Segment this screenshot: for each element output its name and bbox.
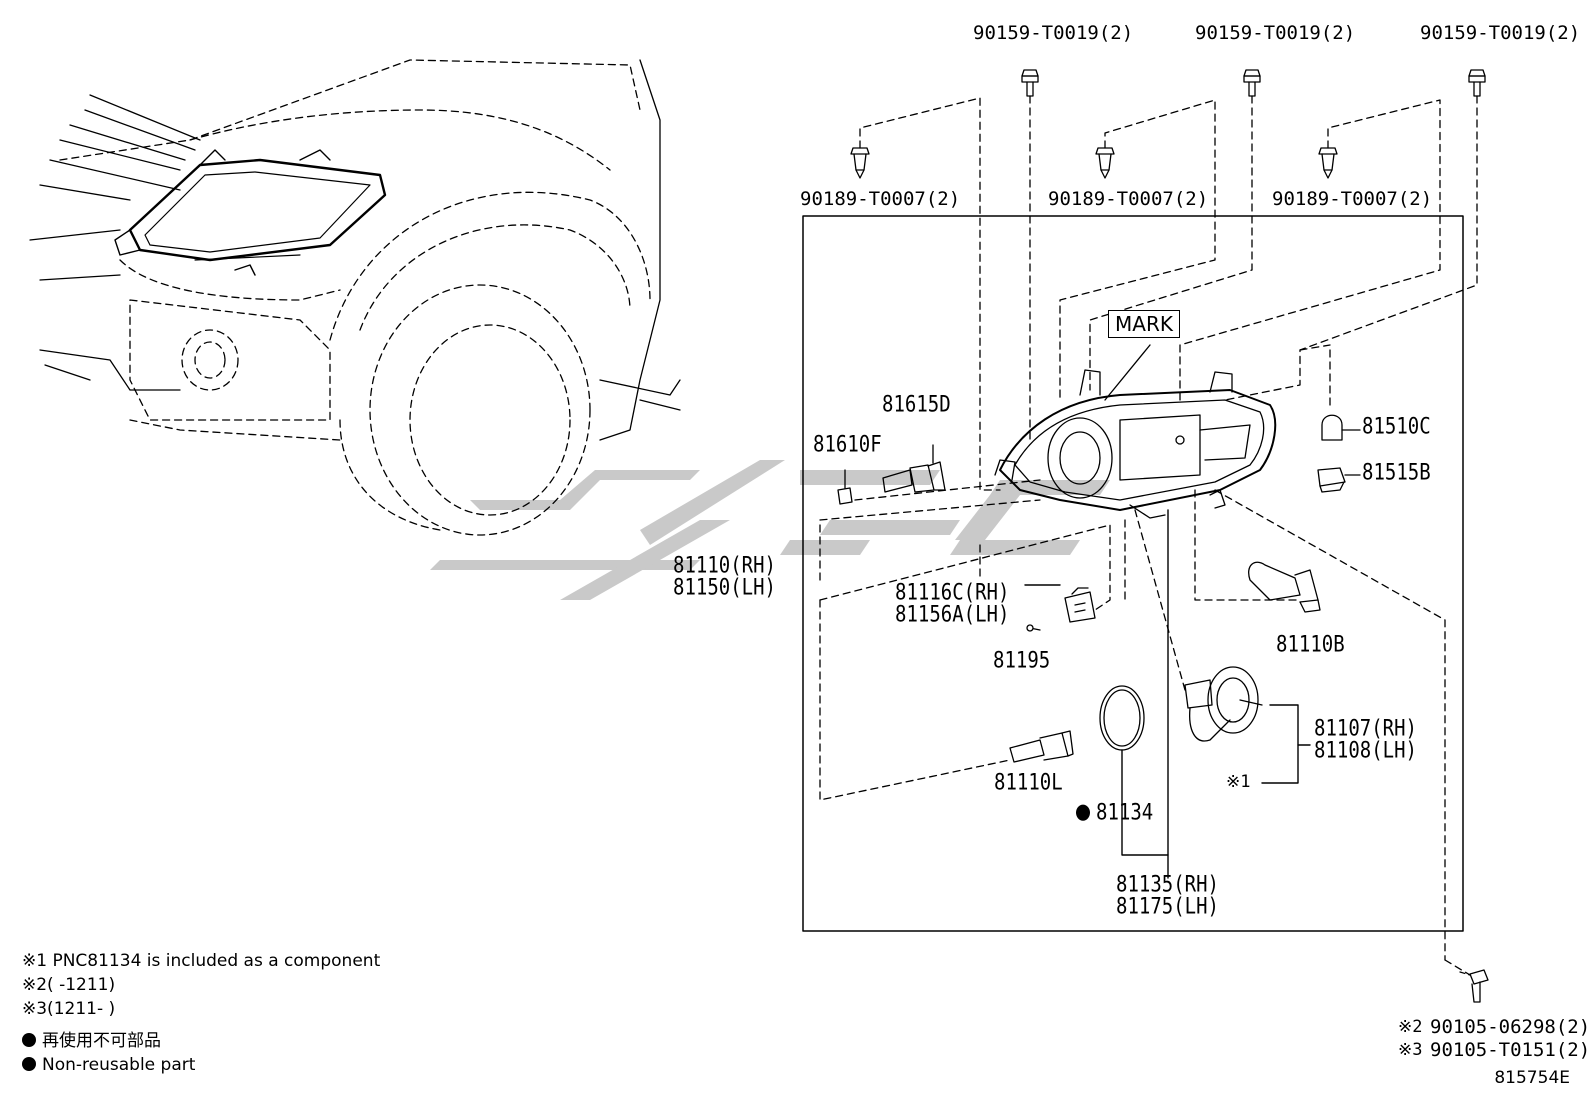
label-81110-rh: 81110(RH) bbox=[673, 553, 776, 579]
top-bolts bbox=[850, 69, 1486, 179]
label-90159-3: 90159-T0019(2) bbox=[1420, 22, 1581, 44]
bulb-81510C bbox=[1321, 414, 1361, 441]
label-90189-1: 90189-T0007(2) bbox=[800, 188, 961, 210]
label-81156A-lh: 81156A(LH) bbox=[895, 602, 1010, 628]
headlamp-on-vehicle bbox=[114, 149, 387, 276]
label-81135-rh: 81135(RH) bbox=[1116, 872, 1219, 898]
bracket-lines bbox=[1024, 509, 1311, 879]
ignitor-81107 bbox=[1184, 666, 1263, 742]
connector-81116C bbox=[1064, 587, 1096, 623]
label-81510C: 81510C bbox=[1362, 414, 1431, 440]
bulb-81110L bbox=[1009, 730, 1074, 763]
note-2: ※2( -1211) bbox=[22, 975, 116, 995]
label-90105-T0151: 90105-T0151(2) bbox=[1430, 1039, 1591, 1061]
label-81107-rh: 81107(RH) bbox=[1314, 716, 1417, 742]
leader-lines bbox=[819, 95, 1478, 976]
non-reusable-dot-icon bbox=[1076, 804, 1090, 821]
note-4: 再使用不可部品 bbox=[22, 1030, 161, 1052]
vehicle-front-outline bbox=[29, 59, 681, 536]
label-90105-06298: 90105-06298(2) bbox=[1430, 1016, 1591, 1038]
label-81134: 81134 bbox=[1076, 800, 1153, 825]
note-5-text: Non-reusable part bbox=[42, 1055, 196, 1075]
bottom-bolt bbox=[1469, 969, 1489, 1003]
headlamp-unit bbox=[994, 344, 1277, 519]
bulb-81615D bbox=[882, 444, 946, 493]
mark-box: MARK bbox=[1108, 310, 1180, 338]
label-90159-1: 90159-T0019(2) bbox=[973, 22, 1134, 44]
socket-81515B bbox=[1317, 467, 1361, 493]
label-81108-lh: 81108(LH) bbox=[1314, 738, 1417, 764]
label-81175-lh: 81175(LH) bbox=[1116, 894, 1219, 920]
watermark-logo bbox=[430, 460, 1110, 600]
label-81615D: 81615D bbox=[882, 392, 951, 418]
note-5: Non-reusable part bbox=[22, 1054, 195, 1076]
label-81150-lh: 81150(LH) bbox=[673, 575, 776, 601]
label-81110B: 81110B bbox=[1276, 632, 1345, 658]
label-81116C-rh: 81116C(RH) bbox=[895, 580, 1010, 606]
non-reusable-dot-icon bbox=[22, 1033, 36, 1047]
non-reusable-dot-icon bbox=[22, 1057, 36, 1071]
note-3: ※3(1211- ) bbox=[22, 999, 116, 1019]
label-81515B: 81515B bbox=[1362, 460, 1431, 486]
screw-81195 bbox=[1026, 624, 1034, 632]
bulb-81610F bbox=[837, 469, 853, 505]
bulb-81110B bbox=[1248, 561, 1321, 613]
label-90189-3: 90189-T0007(2) bbox=[1272, 188, 1433, 210]
assembly-frame bbox=[802, 215, 1464, 932]
label-81195: 81195 bbox=[993, 648, 1051, 674]
label-81134-text: 81134 bbox=[1096, 800, 1154, 826]
label-81610F: 81610F bbox=[813, 432, 882, 458]
label-90159-2: 90159-T0019(2) bbox=[1195, 22, 1356, 44]
note-4-text: 再使用不可部品 bbox=[42, 1031, 161, 1051]
label-note3-ref: ※3 bbox=[1398, 1040, 1423, 1060]
label-81110L: 81110L bbox=[994, 770, 1063, 796]
label-90189-2: 90189-T0007(2) bbox=[1048, 188, 1209, 210]
figure-code: 815754E bbox=[1494, 1068, 1570, 1088]
label-note1-ref: ※1 bbox=[1226, 772, 1251, 792]
label-note2-ref: ※2 bbox=[1398, 1017, 1423, 1037]
o-ring-81134 bbox=[1099, 685, 1145, 751]
note-1: ※1 PNC81134 is included as a component bbox=[22, 951, 381, 971]
